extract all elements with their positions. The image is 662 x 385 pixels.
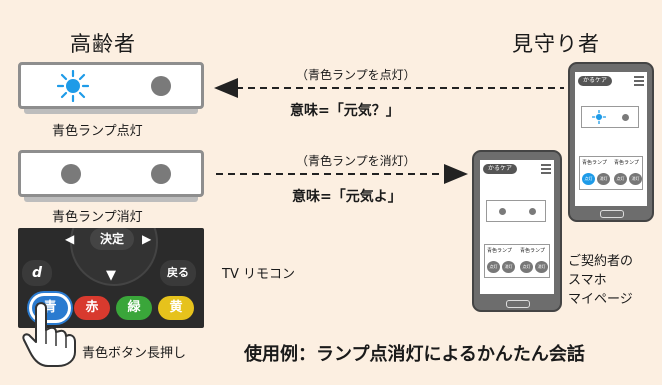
mini-lamp-off-icon — [499, 208, 506, 215]
mini-control-panel: 青色ランプ 青色ランプ 点灯 消灯 点灯 消灯 — [484, 244, 550, 278]
mini-lamp-on-icon — [592, 110, 606, 124]
device-lamp-off — [18, 150, 204, 202]
device-button-dot — [151, 164, 171, 184]
mini-device — [486, 200, 546, 222]
red-key[interactable]: 赤 — [74, 296, 110, 320]
enter-key[interactable]: 決定 — [90, 228, 134, 250]
phone-watcher-off: かるケア 青色ランプ 青色ランプ 点灯 消灯 点灯 消灯 — [472, 150, 562, 312]
phone-logo: かるケア — [483, 164, 517, 174]
phone-watcher-on: かるケア 青色ランプ 青色ランプ 点灯 消灯 点灯 消灯 — [568, 62, 654, 222]
hand-pointer-icon — [22, 302, 76, 367]
arrow1-main: 意味=「元気？」 — [290, 103, 400, 119]
dpad-left-icon[interactable]: ◀ — [65, 232, 75, 246]
watcher-heading: 見守り者 — [512, 32, 600, 56]
mini-device — [581, 106, 639, 128]
menu-icon[interactable] — [634, 76, 644, 86]
arrow1-sub: （青色ランプを点灯） — [296, 68, 416, 82]
green-key[interactable]: 緑 — [116, 296, 152, 320]
arrow2-main: 意味=「元気よ」 — [292, 189, 402, 205]
arrow2-sub: （青色ランプを消灯） — [296, 154, 416, 168]
tv-remote: ◀ ▶ 決定 ▼ d 戻る 青 赤 緑 黄 — [18, 228, 204, 328]
elderly-heading: 高齢者 — [70, 32, 136, 56]
menu-icon[interactable] — [541, 164, 551, 174]
mini-on-button[interactable]: 点灯 — [582, 173, 595, 185]
device-off-label: 青色ランプ消灯 — [52, 210, 143, 225]
home-button[interactable] — [506, 300, 530, 308]
phone-logo: かるケア — [578, 76, 612, 86]
device-lamp-on — [18, 62, 204, 114]
phone-caption: ご契約者の スマホ マイページ — [568, 254, 634, 307]
d-key[interactable]: d — [22, 260, 52, 286]
device-on-label: 青色ランプ点灯 — [52, 124, 143, 139]
back-key[interactable]: 戻る — [160, 260, 196, 286]
mini-control-panel: 青色ランプ 青色ランプ 点灯 消灯 点灯 消灯 — [579, 156, 643, 190]
lamp-off-icon — [61, 164, 81, 184]
lamp-on-icon — [57, 70, 89, 102]
dpad-down-icon[interactable]: ▼ — [106, 268, 116, 283]
usage-caption: 使用例：ランプ点消灯によるかんたん会話 — [244, 344, 585, 365]
press-label: 青色ボタン長押し — [82, 346, 187, 361]
arrow-right-icon — [216, 164, 468, 184]
remote-label: TV リモコン — [222, 267, 295, 282]
device-button-dot — [151, 76, 171, 96]
dpad-right-icon[interactable]: ▶ — [142, 232, 152, 246]
yellow-key[interactable]: 黄 — [158, 296, 194, 320]
mini-off-button[interactable]: 消灯 — [597, 173, 610, 185]
arrow-left-icon — [214, 78, 564, 98]
home-button[interactable] — [600, 210, 624, 218]
